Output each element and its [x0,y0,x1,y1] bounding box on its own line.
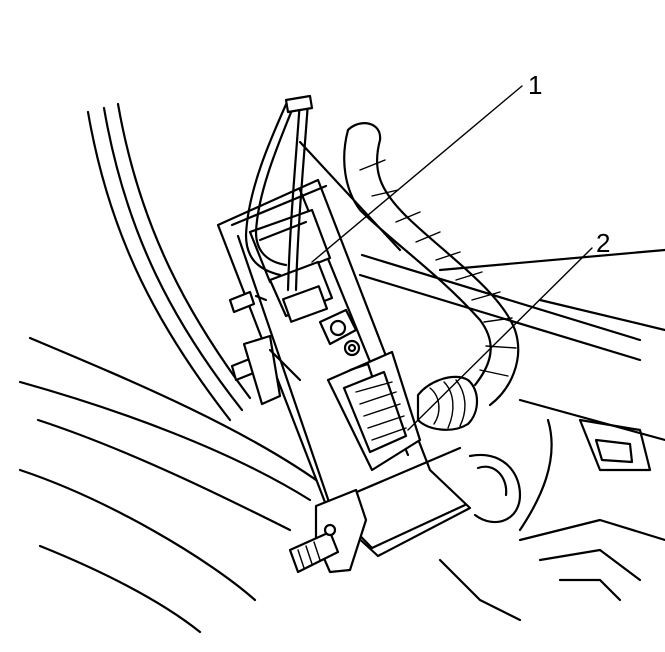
callout-2: 2 [596,228,610,258]
vacuum-hoses [244,94,314,292]
wiring-harness [343,122,520,407]
body-panel-lines [18,102,332,634]
fasteners [228,290,361,406]
right-structure-lines [298,140,665,622]
vacuum-port-fitting [288,488,368,574]
leader-lines [311,85,593,431]
harness-connector [416,375,479,431]
leader-line-2 [407,247,593,431]
lower-connector [326,350,422,472]
leader-line-1 [311,85,523,263]
callout-1: 1 [528,70,542,100]
